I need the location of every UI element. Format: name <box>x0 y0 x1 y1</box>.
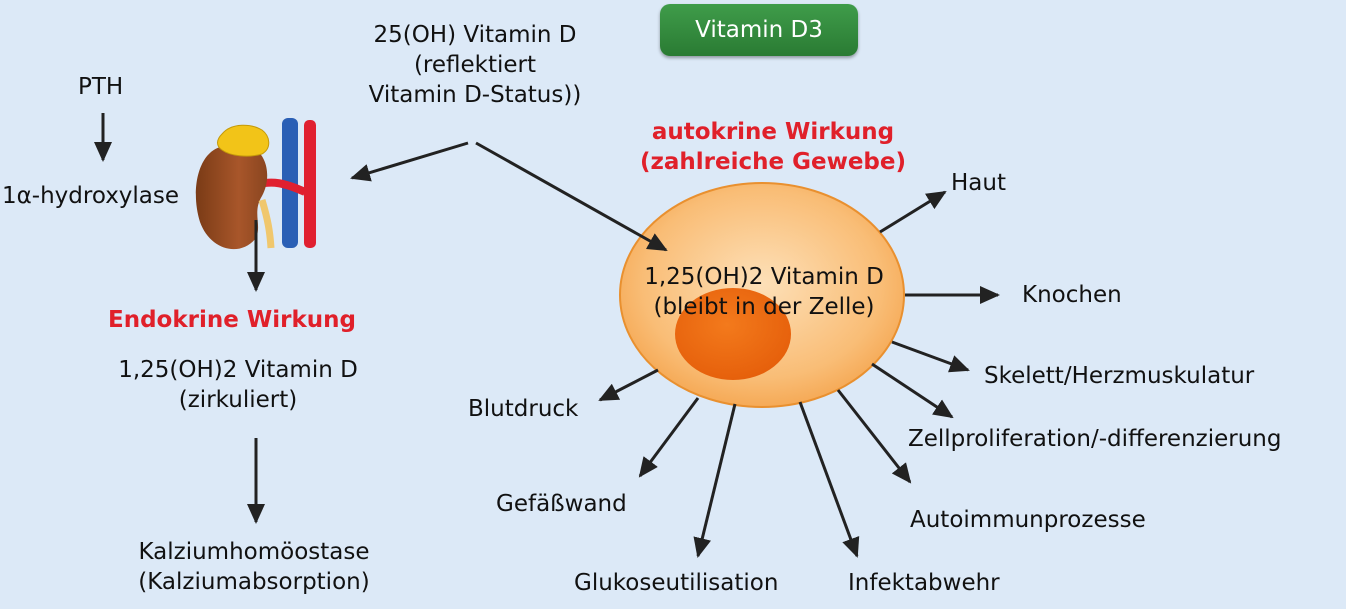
circulating-block: 1,25(OH)2 Vitamin D (zirkuliert) <box>96 355 380 415</box>
target-gefaesswand: Gefäßwand <box>496 491 627 517</box>
source-line1: 25(OH) Vitamin D <box>373 22 577 48</box>
autocrine-title: autokrine Wirkung (zahlreiche Gewebe) <box>608 117 938 177</box>
source-line2: (reflektiert <box>413 52 537 78</box>
pth-label: PTH <box>78 74 124 100</box>
arrow-to-infektabwehr <box>798 401 860 558</box>
target-glukose: Glukoseutilisation <box>574 570 779 596</box>
calcium-line2: (Kalziumabsorption) <box>138 569 370 595</box>
cell-line1: 1,25(OH)2 Vitamin D <box>644 264 884 290</box>
cell-line2: (bleibt in der Zelle) <box>653 294 875 320</box>
target-blutdruck: Blutdruck <box>468 396 579 422</box>
cell-nucleus <box>675 288 791 380</box>
source-block: 25(OH) Vitamin D (reflektiert Vitamin D-… <box>340 20 610 110</box>
endocrine-title: Endokrine Wirkung <box>108 307 356 333</box>
arrow-to-gefaesswand <box>638 397 700 478</box>
hydroxylase-label: 1α-hydroxylase <box>2 183 180 209</box>
cell <box>619 182 905 408</box>
autocrine-line1: autokrine Wirkung <box>651 119 895 145</box>
arrow-to-glukose <box>693 403 737 558</box>
arrow-to-autoimmun <box>836 389 912 484</box>
calcium-block: Kalziumhomöostase (Kalziumabsorption) <box>96 537 412 597</box>
target-zellproliferation: Zellproliferation/-differenzierung <box>908 426 1282 452</box>
target-skelett: Skelett/Herzmuskulatur <box>984 363 1255 389</box>
arrow-source-to-cell <box>475 141 668 252</box>
kidney-icon <box>195 118 316 250</box>
arrow-to-blutdruck <box>598 368 659 402</box>
circulating-line2: (zirkuliert) <box>178 387 298 413</box>
arrow-to-zellproliferation <box>871 362 954 419</box>
arrow-source-to-kidney <box>350 141 469 182</box>
target-autoimmun: Autoimmunprozesse <box>910 507 1146 533</box>
vitamin-d3-badge: Vitamin D3 <box>660 4 858 56</box>
target-infektabwehr: Infektabwehr <box>848 570 1000 596</box>
arrow-to-skelett <box>891 340 970 373</box>
circulating-line1: 1,25(OH)2 Vitamin D <box>118 357 358 383</box>
source-line3: Vitamin D-Status)) <box>368 82 582 108</box>
arrow-to-haut <box>879 190 947 234</box>
autocrine-line2: (zahlreiche Gewebe) <box>639 149 907 175</box>
target-knochen: Knochen <box>1022 282 1122 308</box>
calcium-line1: Kalziumhomöostase <box>138 539 370 565</box>
cell-text: 1,25(OH)2 Vitamin D (bleibt in der Zelle… <box>622 262 906 322</box>
target-haut: Haut <box>951 170 1006 196</box>
